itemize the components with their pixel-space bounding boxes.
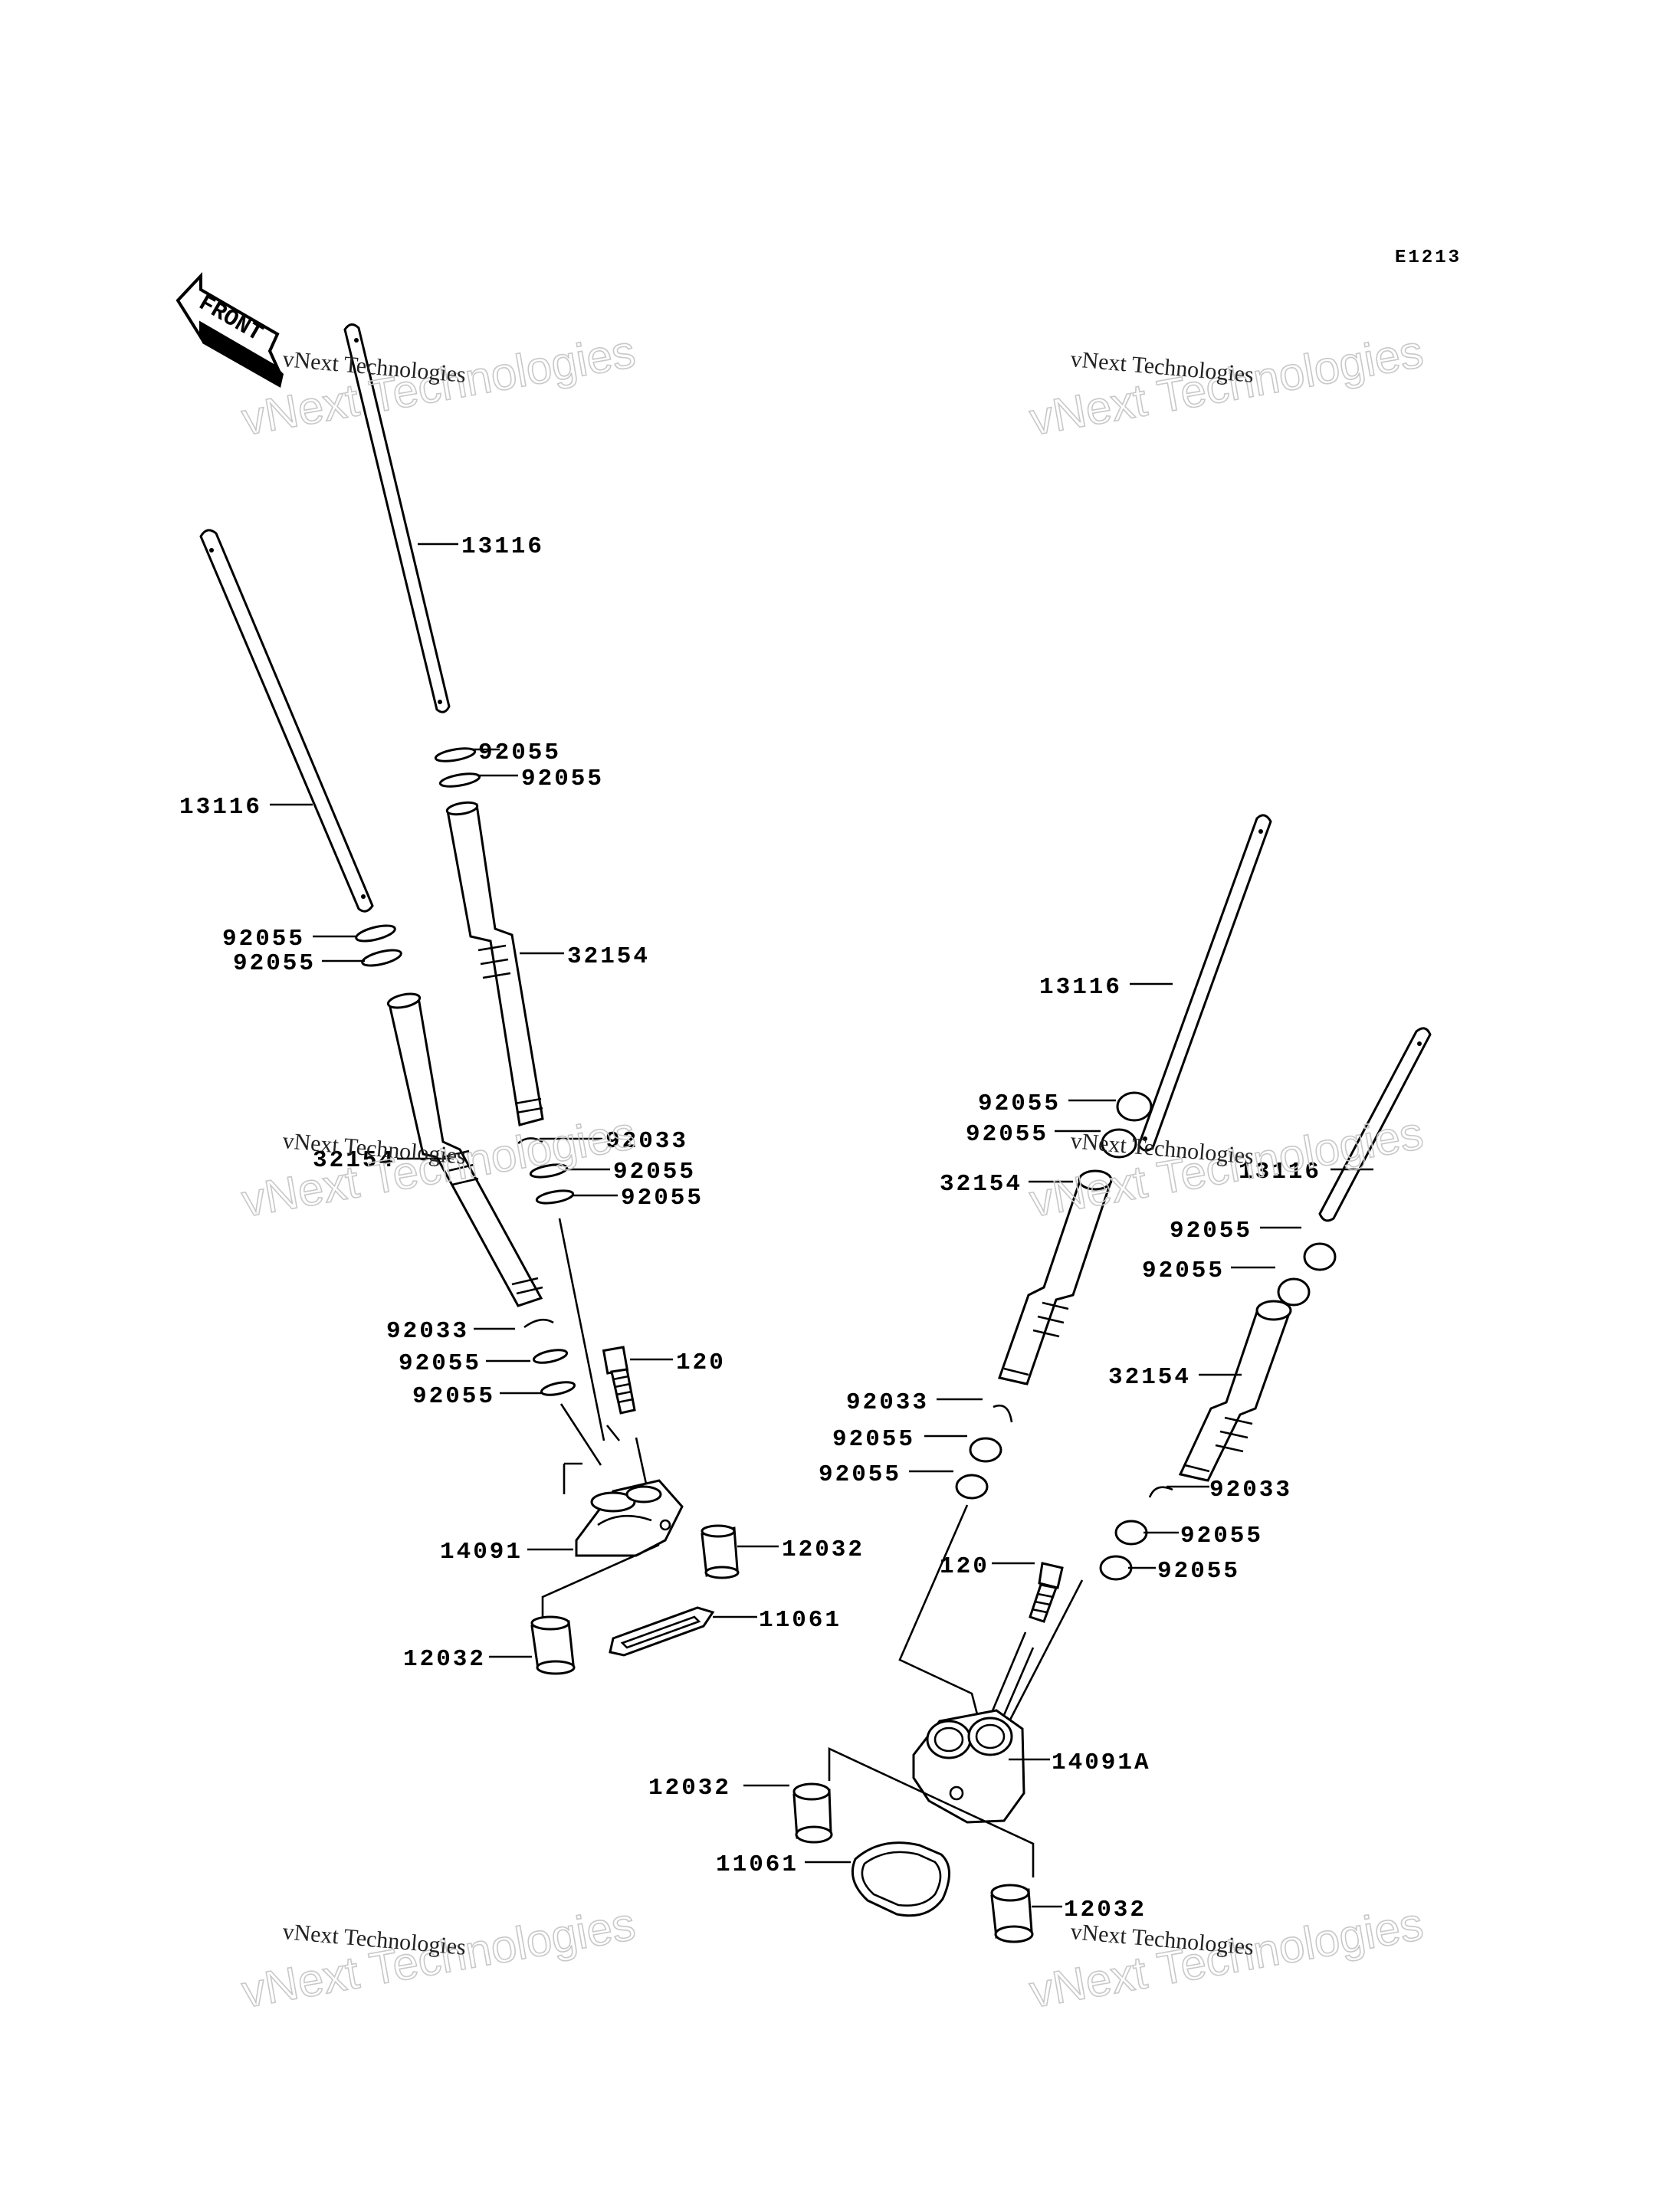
label-92055: 92055 bbox=[978, 1090, 1061, 1117]
o-ring bbox=[355, 924, 396, 943]
label-12032: 12032 bbox=[782, 1536, 865, 1563]
o-ring bbox=[532, 1349, 569, 1364]
label-92055: 92055 bbox=[1157, 1558, 1240, 1585]
tappet-12032 bbox=[701, 1524, 740, 1579]
label-92055: 92055 bbox=[966, 1121, 1048, 1148]
label-120: 120 bbox=[676, 1349, 726, 1376]
push-rod-tube-32154-right-lower bbox=[1178, 1300, 1292, 1482]
label-92055: 92055 bbox=[819, 1461, 901, 1488]
bolt-120 bbox=[602, 1346, 636, 1415]
o-ring bbox=[535, 1189, 575, 1205]
clip-92033 bbox=[1148, 1486, 1173, 1498]
label-92055: 92055 bbox=[832, 1426, 915, 1453]
label-92055: 92055 bbox=[1142, 1258, 1225, 1284]
o-ring bbox=[1114, 1520, 1148, 1546]
clip-92033 bbox=[993, 1404, 1013, 1423]
label-92055: 92055 bbox=[613, 1159, 696, 1185]
label-12032: 12032 bbox=[403, 1646, 486, 1673]
o-ring bbox=[1099, 1555, 1133, 1581]
label-32154: 32154 bbox=[1108, 1364, 1191, 1391]
label-92055: 92055 bbox=[233, 950, 316, 977]
label-92033: 92033 bbox=[846, 1389, 929, 1416]
push-rod-13116-right-far bbox=[1318, 1027, 1432, 1222]
push-rod-13116-right-upper bbox=[1137, 814, 1272, 1152]
label-12032: 12032 bbox=[1064, 1897, 1147, 1923]
label-92055: 92055 bbox=[1170, 1218, 1252, 1244]
o-ring bbox=[540, 1381, 576, 1396]
diagram-code: E1213 bbox=[1395, 248, 1462, 268]
label-92033: 92033 bbox=[605, 1128, 688, 1155]
label-120: 120 bbox=[940, 1553, 989, 1580]
push-rod-13116-upper bbox=[343, 323, 451, 713]
clip-92033 bbox=[523, 1318, 554, 1329]
gasket-11061 bbox=[851, 1841, 950, 1917]
bolt-120 bbox=[1029, 1562, 1064, 1623]
o-ring bbox=[969, 1437, 1002, 1463]
push-rod-tube-32154-right-upper bbox=[998, 1169, 1113, 1385]
o-ring bbox=[529, 1163, 569, 1179]
label-92033: 92033 bbox=[1209, 1477, 1292, 1503]
label-92055: 92055 bbox=[478, 739, 561, 766]
o-ring bbox=[361, 949, 402, 967]
tappet-12032 bbox=[530, 1615, 576, 1675]
label-14091: 14091 bbox=[440, 1539, 523, 1566]
watermark: vNext Technologies vNext Technologies bbox=[1025, 325, 1428, 446]
label-11061: 11061 bbox=[759, 1607, 842, 1634]
o-ring bbox=[1116, 1091, 1153, 1122]
label-13116: 13116 bbox=[1039, 974, 1122, 1001]
push-rod-tube-32154-upper bbox=[445, 801, 544, 1126]
label-92055: 92055 bbox=[222, 926, 305, 953]
gasket-11061 bbox=[609, 1606, 715, 1657]
o-ring bbox=[434, 747, 477, 762]
label-32154: 32154 bbox=[567, 943, 650, 970]
push-rod-13116-lower bbox=[199, 529, 374, 913]
label-13116: 13116 bbox=[461, 533, 544, 560]
label-13116: 13116 bbox=[1239, 1159, 1321, 1185]
o-ring bbox=[955, 1474, 989, 1500]
label-12032: 12032 bbox=[648, 1775, 731, 1802]
watermark: vNext Technologies vNext Technologies bbox=[238, 325, 640, 446]
label-14091A: 14091A bbox=[1052, 1749, 1151, 1776]
watermark: vNext Technologies vNext Technologies bbox=[238, 1897, 640, 2018]
tappet-holder-14091A bbox=[912, 1709, 1025, 1824]
o-ring bbox=[438, 772, 481, 788]
callouts: 13116 92055 92055 13116 92055 92055 3215… bbox=[179, 533, 1373, 1923]
label-32154: 32154 bbox=[313, 1147, 395, 1174]
watermark: vNext Technologies vNext Technologies bbox=[1025, 1107, 1428, 1228]
o-ring bbox=[1303, 1242, 1337, 1271]
push-rod-tube-32154-lower bbox=[386, 992, 543, 1307]
front-arrow-icon: FRONT bbox=[176, 271, 284, 388]
tappet-12032 bbox=[792, 1782, 833, 1844]
tappet-12032 bbox=[990, 1884, 1034, 1943]
label-92055: 92055 bbox=[1180, 1523, 1263, 1549]
tappet-holder-14091 bbox=[575, 1479, 684, 1557]
label-92055: 92055 bbox=[412, 1383, 495, 1410]
label-92033: 92033 bbox=[386, 1318, 469, 1345]
clip-92033 bbox=[517, 1137, 543, 1145]
label-92055: 92055 bbox=[521, 766, 604, 792]
o-ring bbox=[1277, 1277, 1311, 1307]
label-92055: 92055 bbox=[399, 1350, 481, 1377]
o-ring bbox=[1101, 1128, 1137, 1159]
label-13116: 13116 bbox=[179, 794, 262, 821]
label-11061: 11061 bbox=[716, 1851, 799, 1878]
label-32154: 32154 bbox=[940, 1171, 1022, 1198]
label-92055: 92055 bbox=[621, 1185, 704, 1212]
